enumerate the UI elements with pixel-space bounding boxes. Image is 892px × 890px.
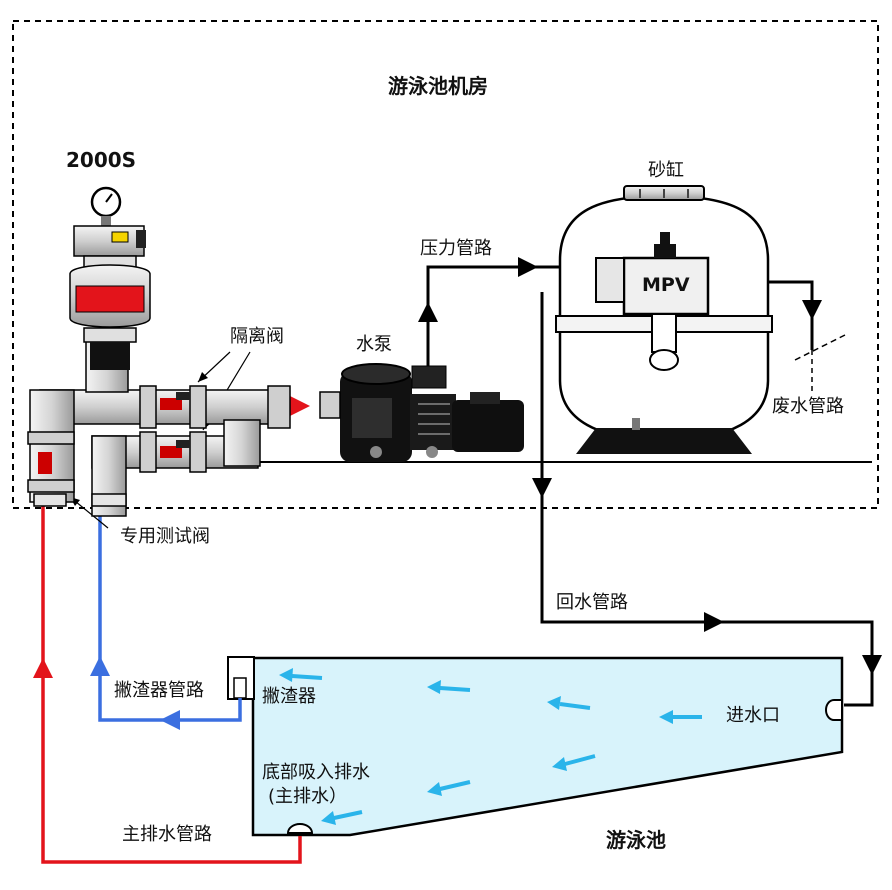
skimmer-pipe-label: 撇渣器管路 [114, 680, 204, 701]
flow-arrow [427, 780, 471, 796]
flow-arrow [427, 680, 471, 694]
flow-arrow [547, 696, 591, 710]
mpv-label: MPV [642, 274, 690, 296]
flow-arrow [659, 710, 702, 724]
skimmer-label: 撇渣器 [262, 686, 316, 707]
inlet-fitting [825, 699, 843, 721]
flow-arrow [552, 754, 596, 771]
pressure-pipe-label: 压力管路 [420, 238, 492, 259]
main-drain-pipe-label: 主排水管路 [122, 824, 212, 845]
flow-arrow [279, 668, 323, 682]
machine-room-boundary [12, 20, 879, 509]
bottom-drain-label: 底部吸入排水 [262, 762, 370, 783]
bottom-drain-fitting [286, 823, 314, 834]
return-pipe-label: 回水管路 [556, 592, 628, 613]
pool-flow-arrows [279, 668, 702, 825]
flow-arrow [321, 810, 363, 825]
main-drain-line [41, 505, 302, 864]
2000s-unit [69, 186, 151, 370]
pressure-pipe [426, 265, 596, 366]
sand-filter-tank [555, 185, 773, 454]
pump-label: 水泵 [356, 334, 392, 355]
device-model-label: 2000S [66, 148, 137, 172]
sand-tank-label: 砂缸 [648, 160, 684, 181]
test-valve [27, 431, 127, 507]
swimming-pool [227, 656, 844, 837]
skimmer-line-arrow-up [90, 656, 110, 676]
isolation-valve-handle [160, 440, 190, 458]
isolation-valve-handle [160, 392, 190, 410]
pool-label: 游泳池 [606, 828, 666, 852]
pump-inlet-arrow [286, 394, 310, 418]
return-pipe [540, 292, 874, 707]
machine-room-title: 游泳池机房 [388, 74, 488, 98]
skimmer-line-arrow-left [160, 710, 180, 730]
main-drain-paren-label: (主排水） [268, 786, 348, 807]
waste-pipe-label: 废水管路 [772, 396, 844, 417]
main-drain-arrow [33, 658, 53, 678]
inlet-label: 进水口 [726, 705, 780, 726]
isolation-valve-label: 隔离阀 [230, 326, 284, 347]
test-valve-label: 专用测试阀 [120, 526, 210, 547]
water-pump [319, 363, 524, 462]
